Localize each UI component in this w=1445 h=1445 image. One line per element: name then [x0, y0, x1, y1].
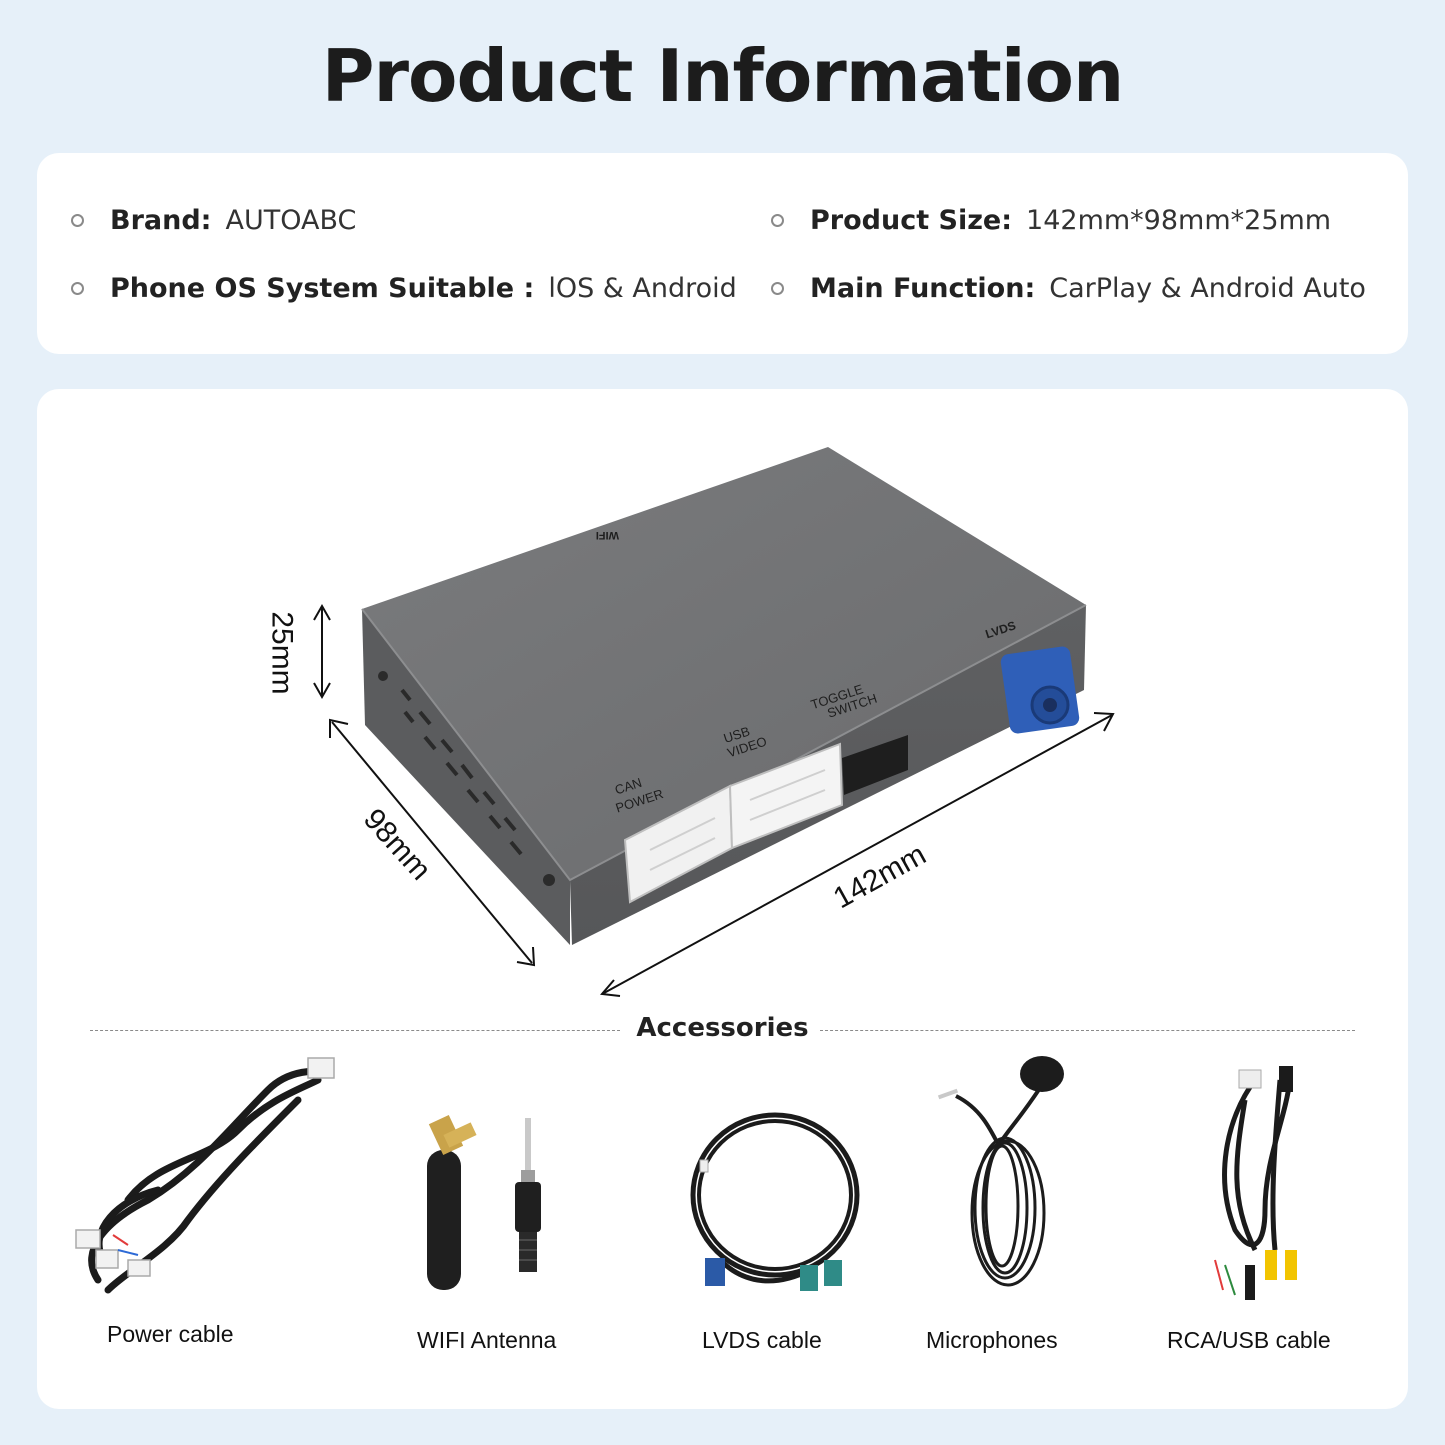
os-row: Phone OS System Suitable : lOS & Android [71, 273, 737, 304]
size-value: 142mm*98mm*25mm [1026, 205, 1332, 236]
rca-usb-cable-label: RCA/USB cable [1167, 1327, 1331, 1353]
microphones-label: Microphones [926, 1327, 1058, 1353]
bullet-icon [771, 282, 784, 295]
page-title: Product Information [321, 34, 1124, 118]
bullet-icon [771, 214, 784, 227]
rca-usb-cable-image [1214, 1066, 1297, 1300]
size-label: Product Size: [810, 205, 1013, 236]
wifi-port-label: WIFI [596, 529, 619, 541]
accessories-title: Accessories [636, 1013, 809, 1043]
brand-value: AUTOABC [225, 205, 357, 236]
function-value: CarPlay & Android Auto [1049, 273, 1366, 304]
size-row: Product Size: 142mm*98mm*25mm [771, 205, 1331, 236]
wifi-antenna-image [427, 1114, 541, 1290]
product-info-card: Brand: AUTOABC Phone OS System Suitable … [37, 153, 1408, 354]
brand-row: Brand: AUTOABC [71, 205, 356, 236]
power-cable-image [75, 1057, 335, 1294]
accessories-divider-right [820, 1030, 1355, 1031]
lvds-cable-label: LVDS cable [702, 1327, 822, 1353]
bullet-icon [71, 282, 84, 295]
wifi-antenna-label: WIFI Antenna [417, 1327, 557, 1353]
brand-label: Brand: [110, 205, 212, 236]
function-row: Main Function: CarPlay & Android Auto [771, 273, 1366, 304]
function-label: Main Function: [810, 273, 1036, 304]
lvds-cable-image [690, 1112, 860, 1291]
os-value: lOS & Android [548, 273, 737, 304]
bullet-icon [71, 214, 84, 227]
microphone-image [937, 1056, 1064, 1287]
os-label: Phone OS System Suitable : [110, 273, 535, 304]
accessories-divider-left [90, 1030, 620, 1031]
height-dimension-label: 25mm [265, 611, 299, 695]
power-cable-label: Power cable [107, 1321, 234, 1347]
